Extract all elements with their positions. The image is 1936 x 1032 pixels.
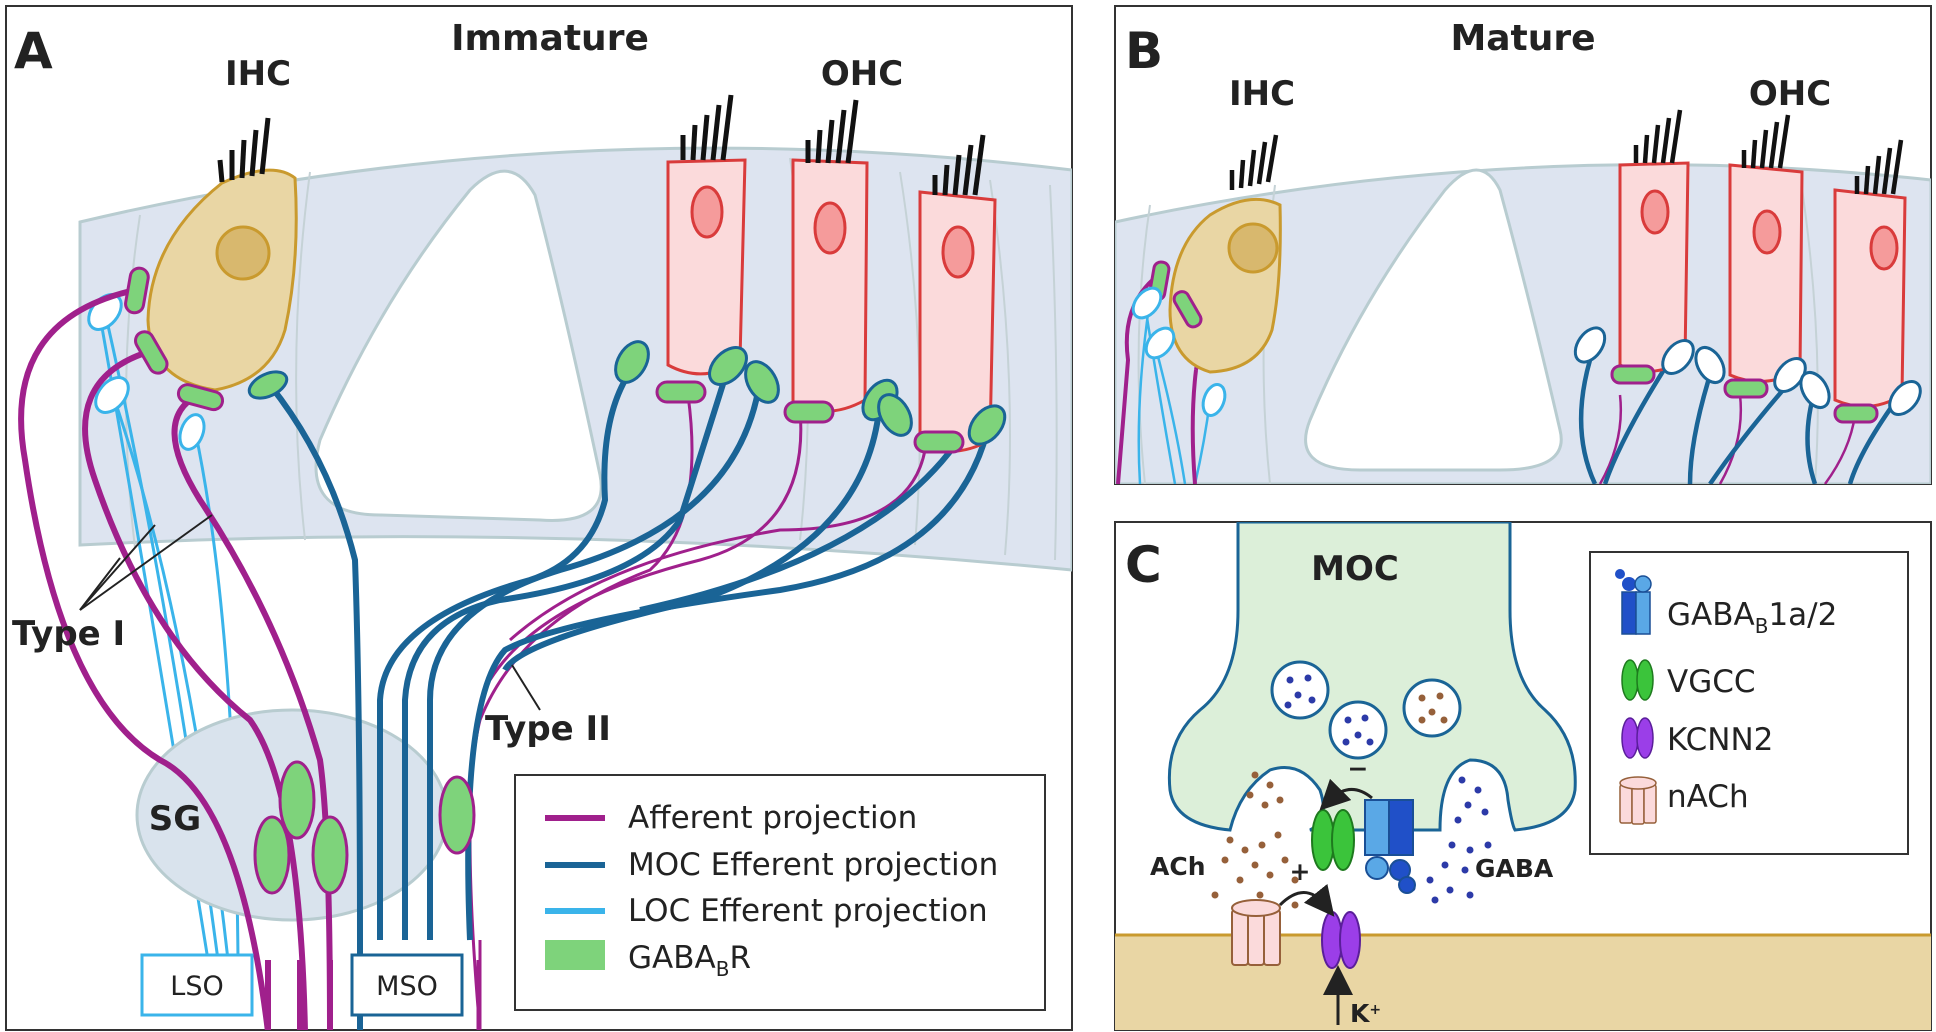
kcnn2-channel [1339, 911, 1361, 969]
panel-b-letter: B [1125, 22, 1163, 80]
ach-molecules [1211, 771, 1299, 909]
ohc-label-a: OHC [821, 54, 903, 94]
gaba-molecules [1408, 776, 1492, 904]
legend-a: Afferent projection MOC Efferent project… [514, 774, 1046, 1011]
moc-efferent-fibers [267, 361, 993, 941]
loc-terminal [178, 413, 206, 451]
lso-box [140, 953, 254, 1017]
moc-terminal [1167, 522, 1577, 832]
nachr-channel [1231, 899, 1281, 966]
gabab-receptor-terminals [124, 266, 1007, 895]
plus-sign: + [1290, 857, 1311, 886]
ihc-stereocilia-mature-icon [1229, 134, 1279, 190]
panel-b: B Mature IHC OHC [1114, 5, 1932, 485]
terminals-mature [1131, 260, 1922, 424]
moc-label: MOC [1311, 549, 1399, 589]
sg-label: SG [149, 799, 201, 839]
gaba-vesicle [1270, 660, 1330, 720]
legend-nach-text: nACh [1667, 779, 1749, 815]
panel-a: LSO MSO Afferent projection MOC Efferent… [5, 5, 1073, 1031]
panel-c-letter: C [1125, 536, 1162, 594]
lso-label: LSO [170, 971, 223, 1002]
type-ii-label: Type II [485, 709, 611, 749]
type-ii-pointer-line [511, 664, 541, 711]
gaba-label: GABA [1475, 854, 1554, 883]
mso-box [350, 953, 464, 1017]
ihc-label-b: IHC [1229, 74, 1295, 114]
ihc-stereocilia-icon [217, 117, 271, 183]
legend-swatch-gabab [545, 940, 605, 970]
legend-nach-icon [1619, 776, 1657, 825]
tunnel-of-corti-mature [1304, 168, 1563, 472]
legend-vgcc-icon [1621, 659, 1654, 701]
legend-c: GABAB1a/2 VGCC KCNN2 nACh [1589, 551, 1909, 855]
tunnel-of-corti [314, 169, 603, 522]
ihc-nucleus [215, 225, 271, 281]
ohc-label-b: OHC [1749, 74, 1831, 114]
panel-a-title: Immature [451, 18, 649, 59]
gabab-1a2-receptor [1364, 799, 1416, 894]
legend-vgcc-text: VGCC [1667, 664, 1756, 700]
legend-kcnn2-text: KCNN2 [1667, 722, 1773, 758]
ohc-cell [666, 94, 747, 376]
vgcc-channel [1331, 809, 1355, 871]
type-i-label: Type I [12, 614, 125, 654]
inhibition-arrow [1319, 778, 1373, 811]
ihc-cell [146, 117, 298, 392]
panel-b-title: Mature [1450, 18, 1595, 59]
potassium-label: K+ [1350, 999, 1381, 1028]
activation-arrow [1278, 883, 1335, 917]
legend-afferent-text: Afferent projection [628, 800, 917, 836]
panel-c: − + K+ [1114, 521, 1932, 1031]
vgcc-channel [1311, 809, 1335, 871]
legend-a-box [514, 774, 1046, 1011]
ihc-label-a: IHC [225, 54, 291, 94]
mso-label: MSO [376, 971, 438, 1002]
ohc-cell-mature [1618, 109, 1690, 373]
legend-loc-text: LOC Efferent projection [628, 893, 988, 929]
legend-gabab-icon [1615, 569, 1652, 635]
legend-kcnn2-icon [1621, 717, 1654, 759]
type-i-pointer-lines [79, 514, 213, 611]
legend-gabab-text: GABABR [628, 940, 751, 981]
gaba-vesicle [1328, 700, 1388, 760]
ach-label: ACh [1150, 852, 1206, 881]
minus-sign: − [1348, 754, 1369, 783]
legend-gabab-1a2-text: GABAB1a/2 [1667, 597, 1837, 638]
loc-terminal [94, 376, 130, 414]
panel-a-letter: A [14, 22, 53, 80]
legend-moc-text: MOC Efferent projection [628, 847, 998, 883]
ach-vesicle [1402, 678, 1462, 738]
